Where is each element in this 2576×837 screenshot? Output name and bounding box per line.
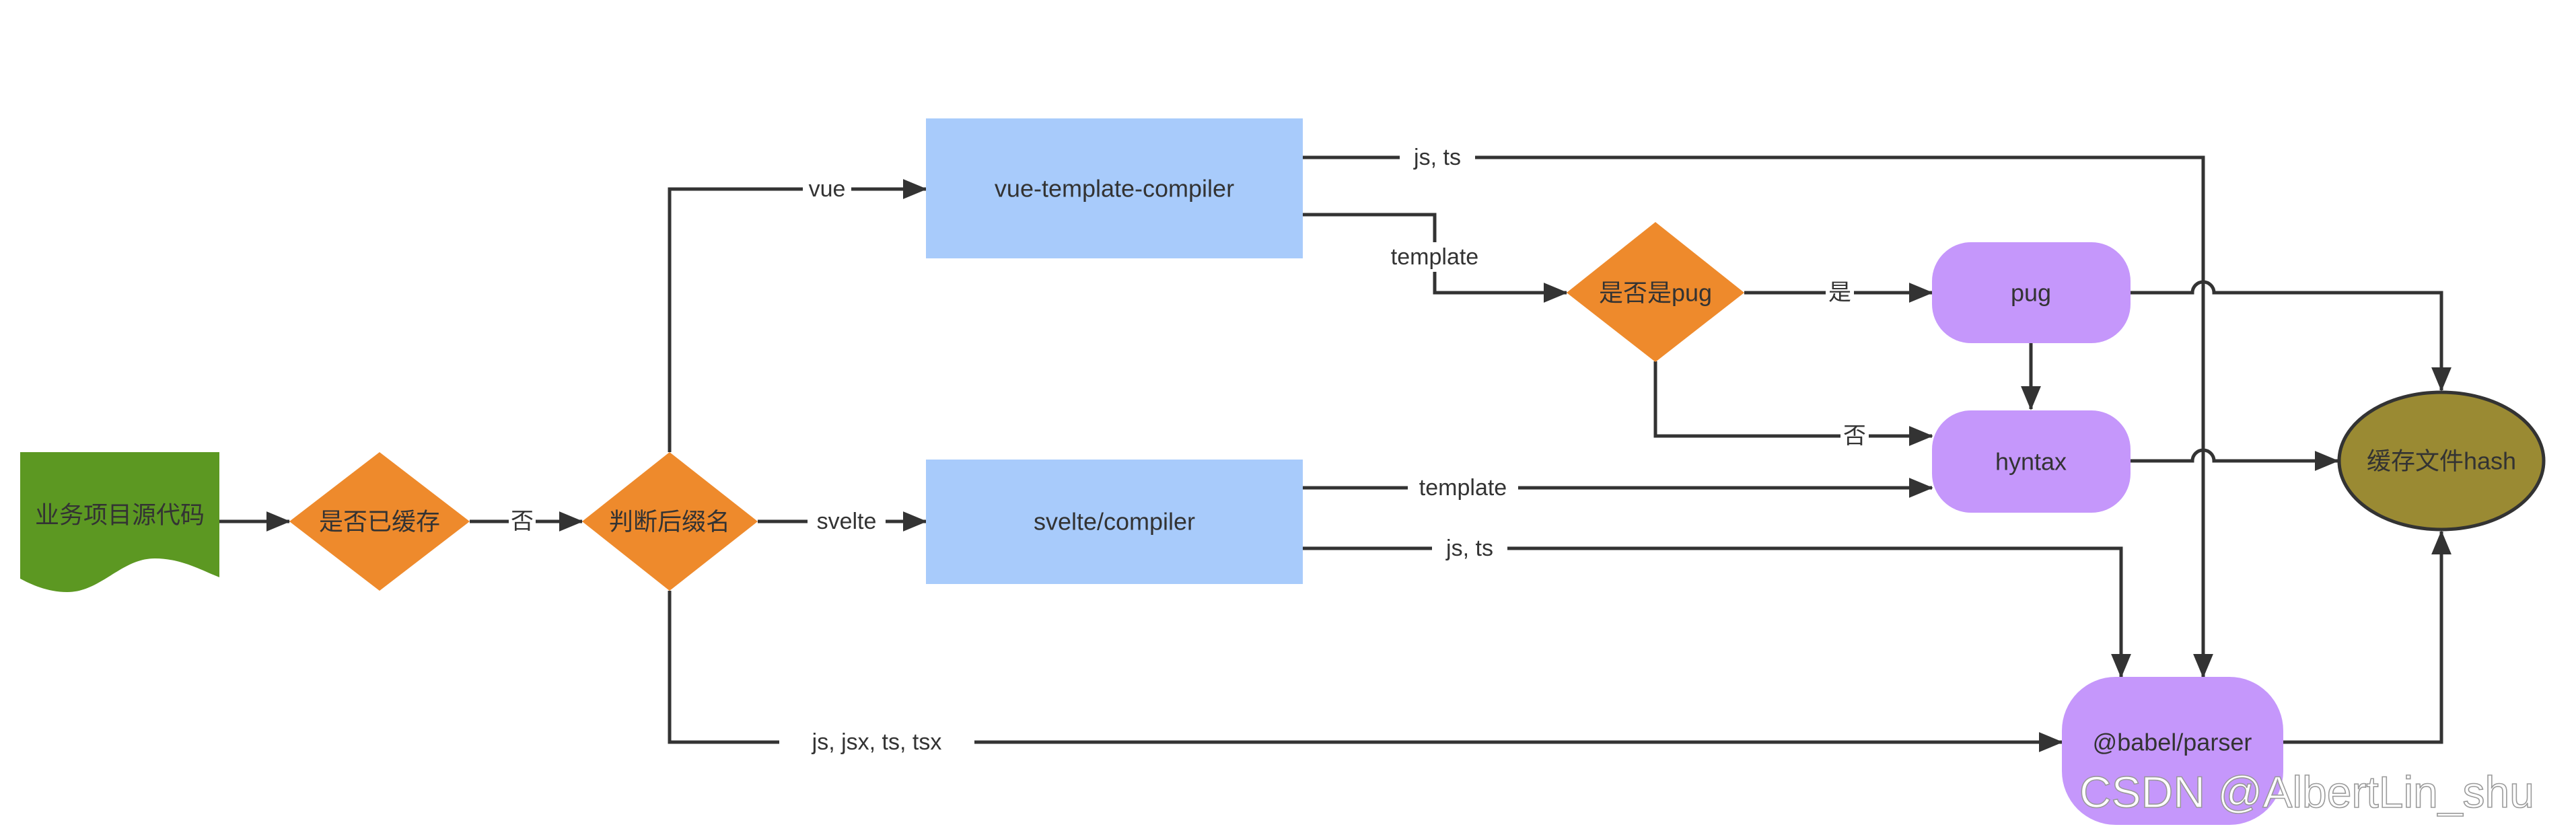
cache-hash-label: 缓存文件hash xyxy=(2367,447,2516,475)
svelte-compiler-label: svelte/compiler xyxy=(1034,508,1195,536)
cache-hash-ellipse xyxy=(2337,390,2546,532)
is-pug-label: 是否是pug xyxy=(1599,279,1712,307)
babel-label: @babel/parser xyxy=(2093,729,2252,756)
edge-judge-to-babel xyxy=(668,591,2063,752)
node-pug: pug xyxy=(1932,242,2131,343)
cached-diamond xyxy=(289,452,470,591)
node-judge-decision: 判断后缀名 xyxy=(582,452,758,591)
cached-label: 是否已缓存 xyxy=(319,508,440,536)
judge-diamond xyxy=(582,452,758,591)
node-babel-parser: @babel/parser xyxy=(2062,677,2283,825)
label-yes: 是 xyxy=(1828,280,1851,305)
babel-box xyxy=(2062,677,2283,825)
label-no-cached: 否 xyxy=(511,509,534,534)
edge-is-pug-no-to-hyntax xyxy=(1653,361,1933,446)
edge-pug-to-cache-hash xyxy=(2131,280,2452,392)
hyntax-box xyxy=(1932,410,2131,513)
label-vue: vue xyxy=(809,176,846,202)
edges xyxy=(219,155,2452,752)
label-vue-js-ts: js, ts xyxy=(1413,145,1461,170)
node-is-pug-decision: 是否是pug xyxy=(1567,222,1744,362)
edge-hyntax-to-cache-hash xyxy=(2131,448,2339,471)
vue-compiler-label: vue-template-compiler xyxy=(995,175,1234,203)
source-document-shape xyxy=(20,452,219,592)
edge-vue-js-ts-to-babel xyxy=(1303,155,2213,678)
edge-judge-to-vue-compiler xyxy=(668,179,927,452)
vue-compiler-box xyxy=(926,118,1303,258)
node-cache-hash: 缓存文件hash xyxy=(2337,390,2546,532)
judge-label: 判断后缀名 xyxy=(609,508,730,536)
node-source: 业务项目源代码 xyxy=(20,452,219,592)
label-js-jsx-ts-tsx: js, jsx, ts, tsx xyxy=(812,729,942,755)
node-svelte-compiler: svelte/compiler xyxy=(926,460,1303,584)
edge-svelte-js-ts-to-babel xyxy=(1303,546,2131,678)
label-svelte-template: template xyxy=(1419,475,1507,501)
is-pug-diamond xyxy=(1567,222,1744,362)
label-vue-template: template xyxy=(1391,244,1478,270)
node-vue-compiler: vue-template-compiler xyxy=(926,118,1303,258)
hyntax-label: hyntax xyxy=(1995,448,2067,476)
pug-label: pug xyxy=(2011,279,2051,307)
svelte-compiler-box xyxy=(926,460,1303,584)
edge-babel-to-cache-hash xyxy=(2283,530,2452,744)
label-svelte: svelte xyxy=(817,509,877,534)
edge-labels: 否 vue svelte js, jsx, ts, tsx js, ts tem… xyxy=(509,143,1869,757)
node-hyntax: hyntax xyxy=(1932,410,2131,513)
label-svelte-js-ts: js, ts xyxy=(1445,536,1493,561)
source-label: 业务项目源代码 xyxy=(35,501,205,529)
node-cached-decision: 是否已缓存 xyxy=(289,452,470,591)
watermark: CSDN @AlbertLin_shu xyxy=(2079,767,2534,817)
pug-box xyxy=(1932,242,2131,343)
label-no-pug: 否 xyxy=(1843,423,1866,449)
